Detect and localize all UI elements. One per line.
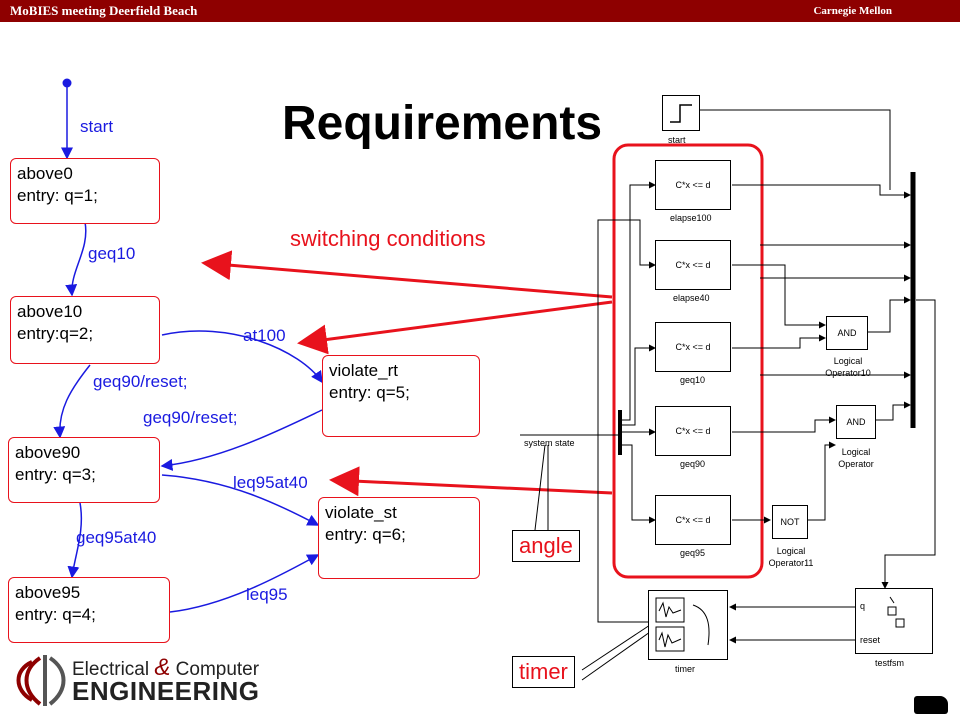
and-block: AND — [836, 405, 876, 439]
header-left-text: MoBIES meeting Deerfield Beach — [10, 3, 198, 18]
compare-block-geq10: C*x <= d — [655, 322, 731, 372]
header-right-text: Carnegie Mellon — [813, 5, 892, 17]
transition-label-geq90-reset-2: geq90/reset; — [143, 408, 238, 427]
logo-line1: Electrical & Computer — [72, 654, 259, 682]
geq90-label: geq90 — [680, 459, 706, 469]
logical-operator-text: Logical Operator — [838, 447, 874, 469]
callout-angle: angle — [512, 530, 580, 562]
callout-arrow-3 — [329, 466, 613, 497]
callout-switching-conditions: switching conditions — [290, 226, 486, 251]
state-entry: entry:q=2; — [17, 324, 94, 343]
transition-geq90-2-line — [160, 409, 323, 471]
transition-label-start: start — [80, 117, 114, 136]
logo-computer: Computer — [175, 659, 260, 680]
elapse40-label: elapse40 — [673, 293, 710, 303]
state-entry: entry: q=6; — [325, 525, 406, 544]
state-name: above0 — [17, 164, 73, 183]
testfsm-label: testfsm — [875, 658, 905, 668]
testfsm-block: q reset — [855, 588, 933, 654]
state-entry: entry: q=5; — [329, 383, 410, 402]
transition-label-at100: at100 — [243, 326, 286, 345]
logical-operator10-text: Logical Operator10 — [825, 356, 871, 378]
stateflow-chart-icon — [887, 596, 905, 628]
compare-expr: C*x <= d — [675, 260, 711, 270]
compare-expr: C*x <= d — [675, 180, 711, 190]
transition-label-geq95at40: geq95at40 — [76, 528, 157, 547]
not-label: NOT — [780, 517, 800, 527]
compare-block-elapse40: C*x <= d — [655, 240, 731, 290]
transition-leq95-line — [169, 554, 320, 613]
transition-leq95at40-line — [161, 474, 320, 526]
state-entry: entry: q=4; — [15, 605, 96, 624]
logical-operator10-label: Logical Operator10 — [822, 355, 874, 379]
geq10-label: geq10 — [680, 375, 706, 385]
system-state-label: system state — [524, 438, 575, 448]
state-name: above95 — [15, 583, 81, 602]
transition-label-leq95: leq95 — [246, 585, 288, 604]
compare-block-geq95: C*x <= d — [655, 495, 731, 545]
compare-expr: C*x <= d — [675, 426, 711, 436]
logo-engineering: ENGINEERING — [72, 676, 260, 706]
transition-label-geq90-reset-1: geq90/reset; — [93, 372, 188, 391]
port-reset-label: reset — [860, 635, 881, 645]
port-q-label: q — [860, 601, 866, 611]
state-name: violate_rt — [329, 361, 398, 380]
header-bar: MoBIES meeting Deerfield Beach Carnegie … — [0, 0, 960, 22]
and-block-10: AND — [826, 316, 868, 350]
transition-geq95at40-line — [67, 502, 83, 579]
logical-operator11-text: Logical Operator11 — [768, 546, 814, 568]
state-above95: above95 entry: q=4; — [8, 577, 170, 643]
callout-timer: timer — [512, 656, 575, 688]
compare-expr: C*x <= d — [675, 342, 711, 352]
and-label: AND — [837, 328, 857, 338]
start-step-block — [662, 95, 700, 131]
state-violate-rt: violate_rt entry: q=5; — [322, 355, 480, 437]
compare-block-geq90: C*x <= d — [655, 406, 731, 456]
timer-scope-icon — [655, 597, 710, 652]
slide-title: Requirements — [282, 97, 603, 150]
logical-operator11-label: Logical Operator11 — [764, 545, 818, 569]
transition-label-geq10: geq10 — [88, 244, 136, 263]
start-block-label: start — [668, 135, 686, 145]
transition-geq10-line — [65, 221, 87, 297]
slide-nav-button[interactable] — [914, 696, 948, 714]
not-block: NOT — [772, 505, 808, 539]
logical-operator-label: Logical Operator — [828, 446, 884, 470]
callout-angle-text: angle — [519, 533, 573, 558]
compare-block-elapse100: C*x <= d — [655, 160, 731, 210]
logo-electrical: Electrical — [72, 659, 150, 680]
state-name: above90 — [15, 443, 81, 462]
highlight-box — [612, 143, 764, 579]
geq95-label: geq95 — [680, 548, 706, 558]
elapse100-label: elapse100 — [670, 213, 712, 223]
callout-arrow-1 — [201, 250, 613, 299]
state-name: violate_st — [325, 503, 397, 522]
state-above90: above90 entry: q=3; — [8, 437, 160, 503]
transition-at100-line — [161, 330, 323, 384]
state-violate-st: violate_st entry: q=6; — [318, 497, 480, 579]
start-dot — [62, 78, 72, 88]
state-name: above10 — [17, 302, 83, 321]
transition-geq90-1-line — [53, 364, 91, 439]
timer-block-label: timer — [675, 664, 695, 674]
state-above0: above0 entry: q=1; — [10, 158, 160, 224]
timer-block — [648, 590, 728, 660]
callout-timer-text: timer — [519, 659, 568, 684]
step-icon — [670, 104, 692, 123]
transition-label-leq95at40: leq95at40 — [233, 473, 308, 492]
logo-amp: & — [154, 654, 171, 681]
callout-arrow-2 — [297, 300, 613, 355]
state-entry: entry: q=1; — [17, 186, 98, 205]
state-entry: entry: q=3; — [15, 465, 96, 484]
and-label-2: AND — [846, 417, 866, 427]
state-above10: above10 entry:q=2; — [10, 296, 160, 364]
ece-logo-mark — [16, 655, 66, 706]
compare-expr: C*x <= d — [675, 515, 711, 525]
